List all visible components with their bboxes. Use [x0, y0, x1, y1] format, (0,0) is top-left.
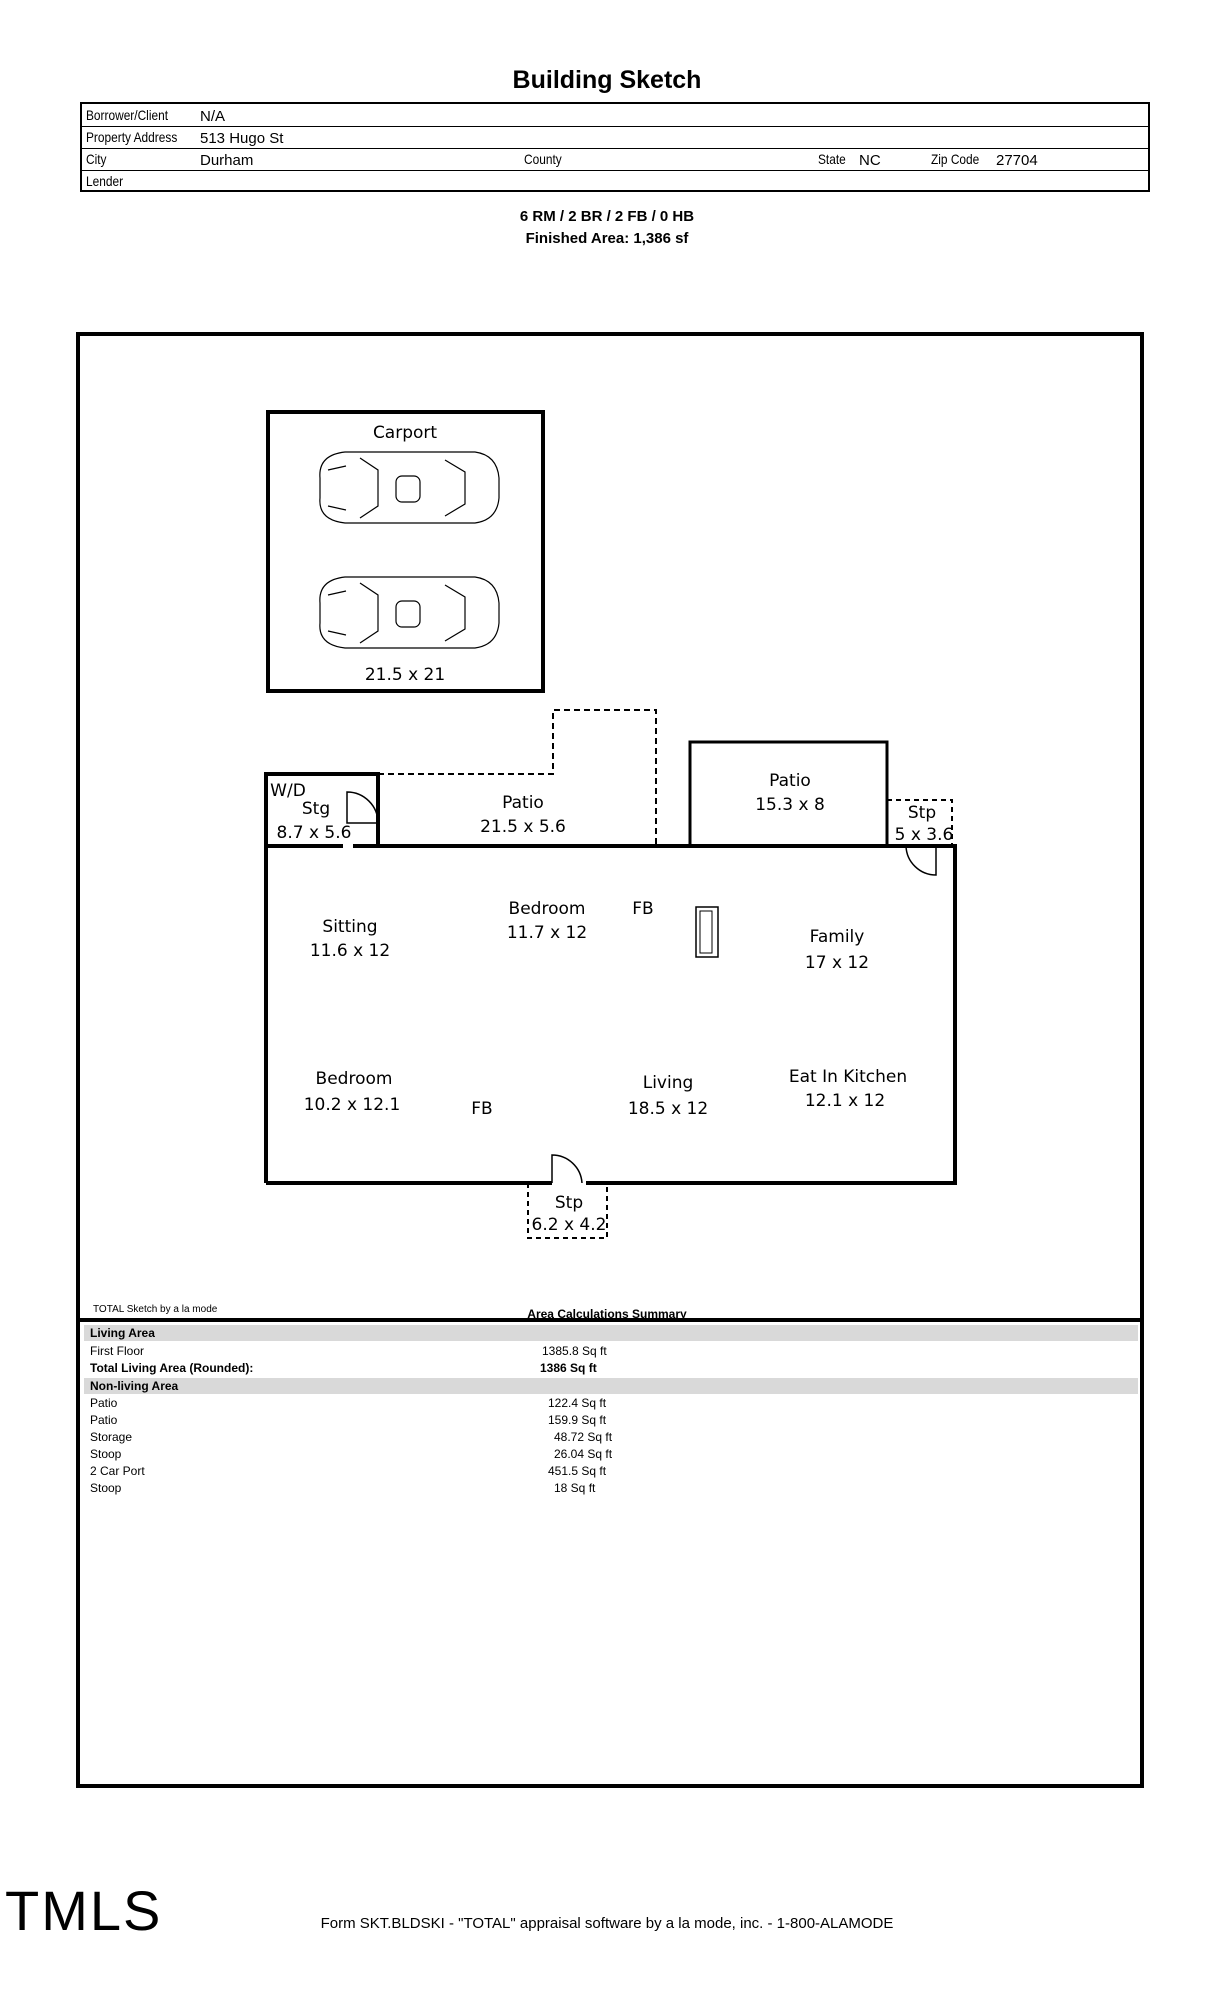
- page-title: Building Sketch: [512, 66, 702, 94]
- county-label: County: [524, 151, 562, 167]
- fb-bottom-label: FB: [471, 1099, 492, 1119]
- zip-value: 27704: [996, 152, 1038, 169]
- nonliving-row-label: Patio: [90, 1396, 118, 1410]
- door-swing: [905, 845, 937, 876]
- living-row-label: First Floor: [90, 1344, 144, 1358]
- stoop-bottom-dims: 6.2 x 4.2: [532, 1215, 607, 1235]
- bedroom-top-label: Bedroom: [509, 899, 586, 919]
- door-swing: [551, 1154, 583, 1184]
- fireplace-icon: [695, 906, 719, 958]
- patio-left-dims: 21.5 x 5.6: [480, 817, 566, 837]
- living-total-value: 1386 Sq ft: [540, 1361, 597, 1375]
- mls-logo: TMLS: [5, 1879, 163, 1942]
- borrower-label: Borrower/Client: [86, 107, 169, 123]
- family-label: Family: [810, 927, 865, 947]
- header-row-lender: Lender: [82, 170, 1148, 192]
- patio-left-label: Patio: [502, 793, 544, 813]
- address-value: 513 Hugo St: [200, 130, 284, 147]
- property-header-table: Borrower/Client N/A Property Address 513…: [80, 102, 1150, 192]
- nonliving-row-label: Stoop: [90, 1481, 122, 1495]
- patio-right-label: Patio: [769, 771, 811, 791]
- nonliving-row-value: 48.72 Sq ft: [554, 1430, 613, 1444]
- stoop-bottom-outline: [527, 1183, 608, 1239]
- header-row-address: Property Address 513 Hugo St: [82, 126, 1148, 149]
- kitchen-dims: 12.1 x 12: [805, 1091, 885, 1111]
- nonliving-row-value: 26.04 Sq ft: [554, 1447, 613, 1461]
- storage-dims: 8.7 x 5.6: [277, 823, 352, 843]
- bedroom-bottom-dims: 10.2 x 12.1: [304, 1095, 401, 1115]
- storage-outline: [264, 772, 380, 846]
- zip-label: Zip Code: [931, 151, 980, 167]
- state-label: State: [818, 151, 846, 167]
- sketch-software-note: TOTAL Sketch by a la mode: [93, 1304, 218, 1315]
- nonliving-area-header: Non-living Area: [84, 1378, 1138, 1394]
- divider: [80, 1318, 1142, 1322]
- sitting-dims: 11.6 x 12: [310, 941, 390, 961]
- car-icon: [319, 576, 500, 649]
- header-row-borrower: Borrower/Client N/A: [82, 104, 1148, 127]
- state-value: NC: [859, 152, 881, 169]
- carport-dims: 21.5 x 21: [365, 665, 445, 685]
- wd-label: W/D: [270, 781, 306, 801]
- storage-label: Stg: [302, 799, 330, 819]
- house-outline: [266, 844, 957, 1185]
- finished-area: Finished Area: 1,386 sf: [525, 230, 689, 247]
- form-footer: Form SKT.BLDSKI - "TOTAL" appraisal soft…: [320, 1915, 894, 1932]
- stoop-right-outline: [887, 799, 953, 846]
- stoop-bottom-label: Stp: [555, 1193, 583, 1213]
- car-icon: [319, 451, 500, 524]
- room-summary: 6 RM / 2 BR / 2 FB / 0 HB: [519, 208, 695, 225]
- nonliving-row-label: 2 Car Port: [90, 1464, 145, 1478]
- sitting-label: Sitting: [322, 917, 377, 937]
- living-dims: 18.5 x 12: [628, 1099, 708, 1119]
- city-value: Durham: [200, 152, 254, 169]
- floor-plan: Carport 21.5 x 21 W/D Stg 8.7 x 5.6 Pati…: [264, 410, 957, 1239]
- nonliving-row-value: 122.4 Sq ft: [548, 1396, 607, 1410]
- carport-label: Carport: [373, 423, 437, 443]
- family-dims: 17 x 12: [805, 953, 869, 973]
- bedroom-bottom-label: Bedroom: [316, 1069, 393, 1089]
- living-area-header: Living Area: [84, 1325, 1138, 1341]
- fb-top-label: FB: [632, 899, 653, 919]
- carport-outline: [266, 410, 545, 693]
- nonliving-row-label: Patio: [90, 1413, 118, 1427]
- patio-right-dims: 15.3 x 8: [755, 795, 825, 815]
- living-total-label: Total Living Area (Rounded):: [90, 1361, 254, 1375]
- nonliving-row-value: 451.5 Sq ft: [548, 1464, 607, 1478]
- borrower-value: N/A: [200, 108, 226, 125]
- living-label: Living: [643, 1073, 694, 1093]
- lender-label: Lender: [86, 173, 124, 189]
- nonliving-row-value: 159.9 Sq ft: [548, 1413, 607, 1427]
- city-label: City: [86, 151, 107, 167]
- nonliving-row-label: Stoop: [90, 1447, 122, 1461]
- kitchen-label: Eat In Kitchen: [789, 1067, 907, 1087]
- stoop-right-dims: 5 x 3.6: [895, 825, 954, 845]
- stoop-right-label: Stp: [908, 803, 936, 823]
- nonliving-row-label: Storage: [90, 1430, 133, 1444]
- address-label: Property Address: [86, 129, 178, 145]
- living-row-value: 1385.8 Sq ft: [542, 1344, 607, 1358]
- sketch-frame: [76, 332, 1144, 1788]
- patio-right-outline: [688, 740, 889, 846]
- area-calc-title: Area Calculations Summary: [527, 1307, 687, 1321]
- nonliving-row-value: 18 Sq ft: [554, 1481, 596, 1495]
- door-swing: [346, 791, 379, 824]
- header-row-city: City Durham County State NC Zip Code 277…: [82, 148, 1148, 171]
- bedroom-top-dims: 11.7 x 12: [507, 923, 587, 943]
